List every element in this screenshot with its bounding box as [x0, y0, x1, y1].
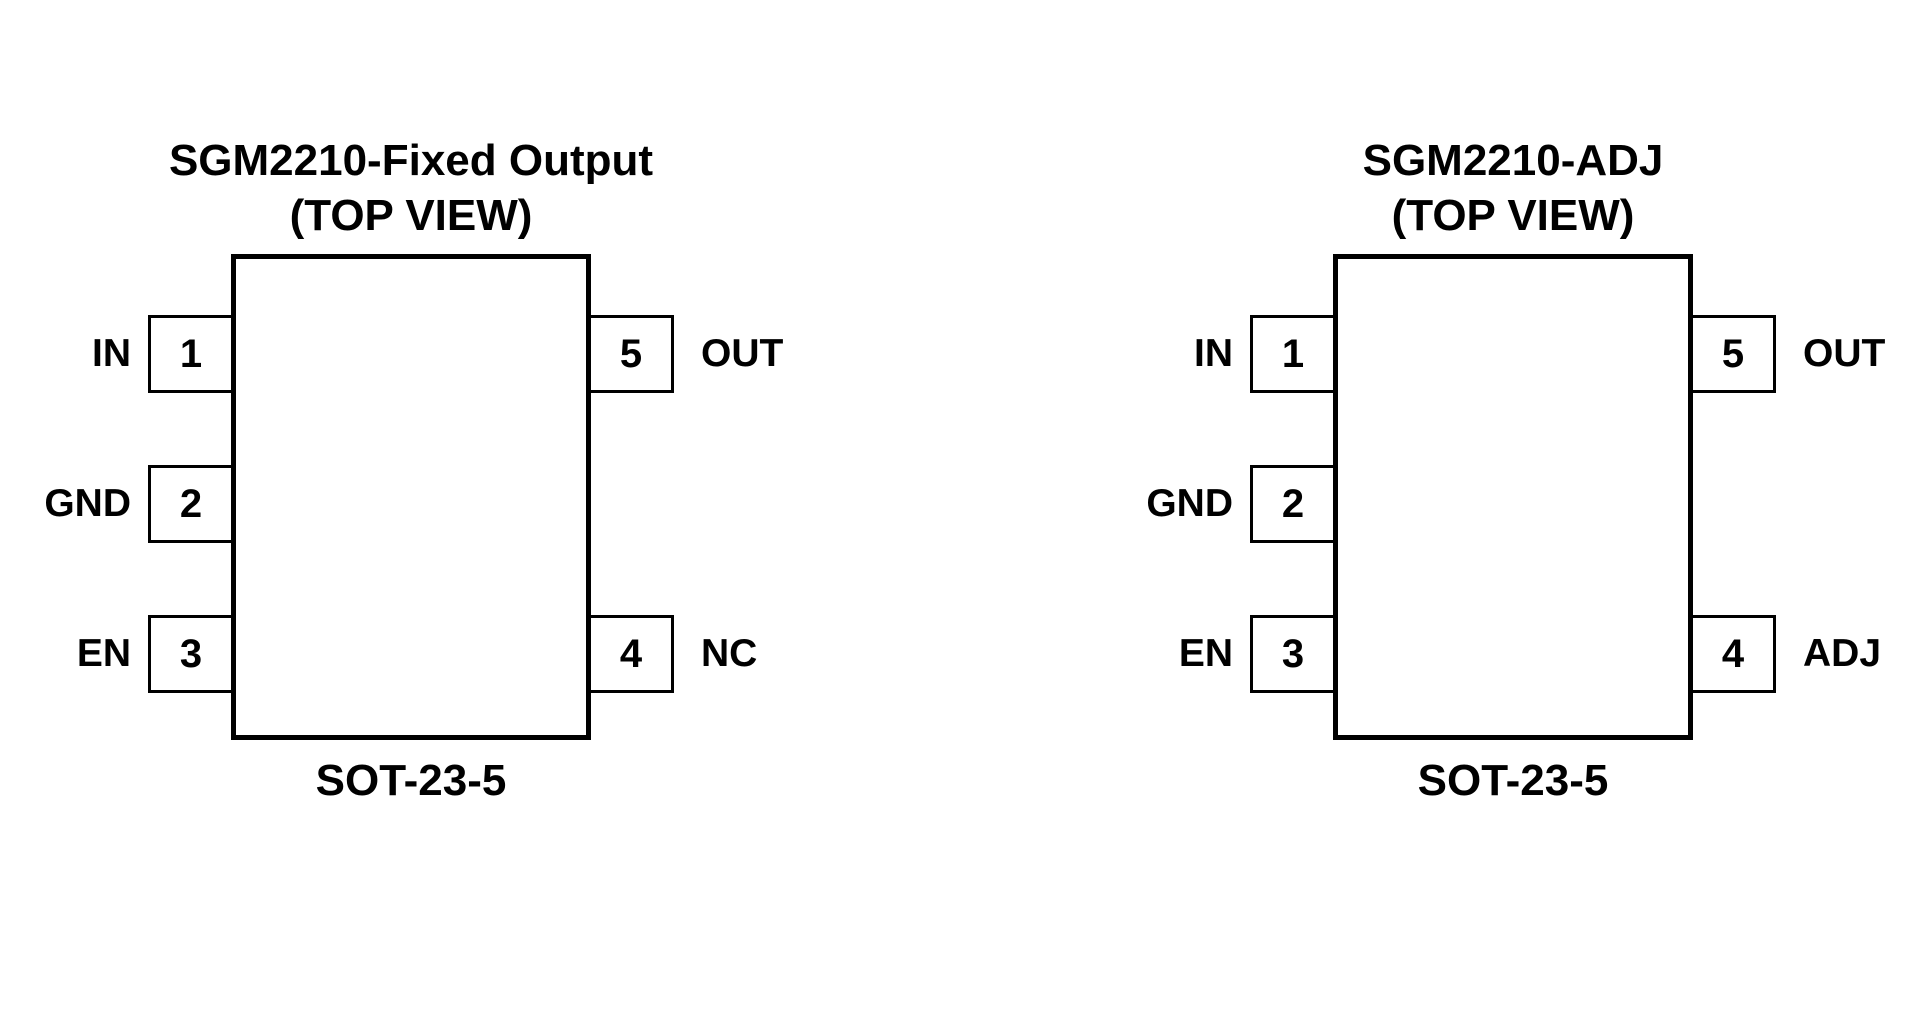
diagram-title-line1: SGM2210-ADJ	[1362, 136, 1664, 185]
diagram-title: SGM2210-ADJ (TOP VIEW)	[1183, 133, 1843, 243]
pin-box-3: 3	[148, 615, 234, 693]
pin-label-nc: NC	[701, 632, 758, 675]
pin-label-in: IN	[92, 332, 131, 375]
diagram-title: SGM2210-Fixed Output (TOP VIEW)	[81, 133, 741, 243]
pin-label-gnd: GND	[1146, 482, 1233, 525]
package-label: SOT-23-5	[315, 756, 507, 805]
pin-number-1: 1	[1281, 331, 1305, 376]
pin-box-5: 5	[1690, 315, 1776, 393]
pin-box-5: 5	[588, 315, 674, 393]
pin-box-3: 3	[1250, 615, 1336, 693]
pin-label-in: IN	[1194, 332, 1233, 375]
pin-label-out: OUT	[701, 332, 784, 375]
pin-box-2: 2	[1250, 465, 1336, 543]
pin-box-1: 1	[148, 315, 234, 393]
pin-number-5: 5	[619, 331, 643, 376]
pin-box-4: 4	[1690, 615, 1776, 693]
diagram-title-line1: SGM2210-Fixed Output	[168, 136, 654, 185]
pin-number-4: 4	[619, 631, 643, 676]
diagram-adj: SGM2210-ADJ (TOP VIEW) IN 1 GND 2 EN 3 5…	[1146, 0, 1920, 1010]
pin-number-3: 3	[1281, 631, 1305, 676]
pin-box-2: 2	[148, 465, 234, 543]
pin-label-adj: ADJ	[1803, 632, 1882, 675]
pin-label-en: EN	[1178, 632, 1233, 675]
pin-number-5: 5	[1721, 331, 1745, 376]
diagram-fixed-output: SGM2210-Fixed Output (TOP VIEW) IN 1 GND…	[44, 0, 825, 1010]
pin-box-1: 1	[1250, 315, 1336, 393]
chip-body	[231, 254, 591, 740]
diagram-title-line2: (TOP VIEW)	[289, 191, 533, 240]
pin-number-2: 2	[1281, 481, 1305, 526]
pin-number-4: 4	[1721, 631, 1745, 676]
diagram-title-line2: (TOP VIEW)	[1391, 191, 1635, 240]
chip-body	[1333, 254, 1693, 740]
pin-number-2: 2	[179, 481, 203, 526]
pin-number-3: 3	[179, 631, 203, 676]
package-label: SOT-23-5	[1417, 756, 1609, 805]
pin-label-en: EN	[76, 632, 131, 675]
pin-box-4: 4	[588, 615, 674, 693]
pin-number-1: 1	[179, 331, 203, 376]
pin-label-gnd: GND	[44, 482, 131, 525]
pin-label-out: OUT	[1803, 332, 1886, 375]
